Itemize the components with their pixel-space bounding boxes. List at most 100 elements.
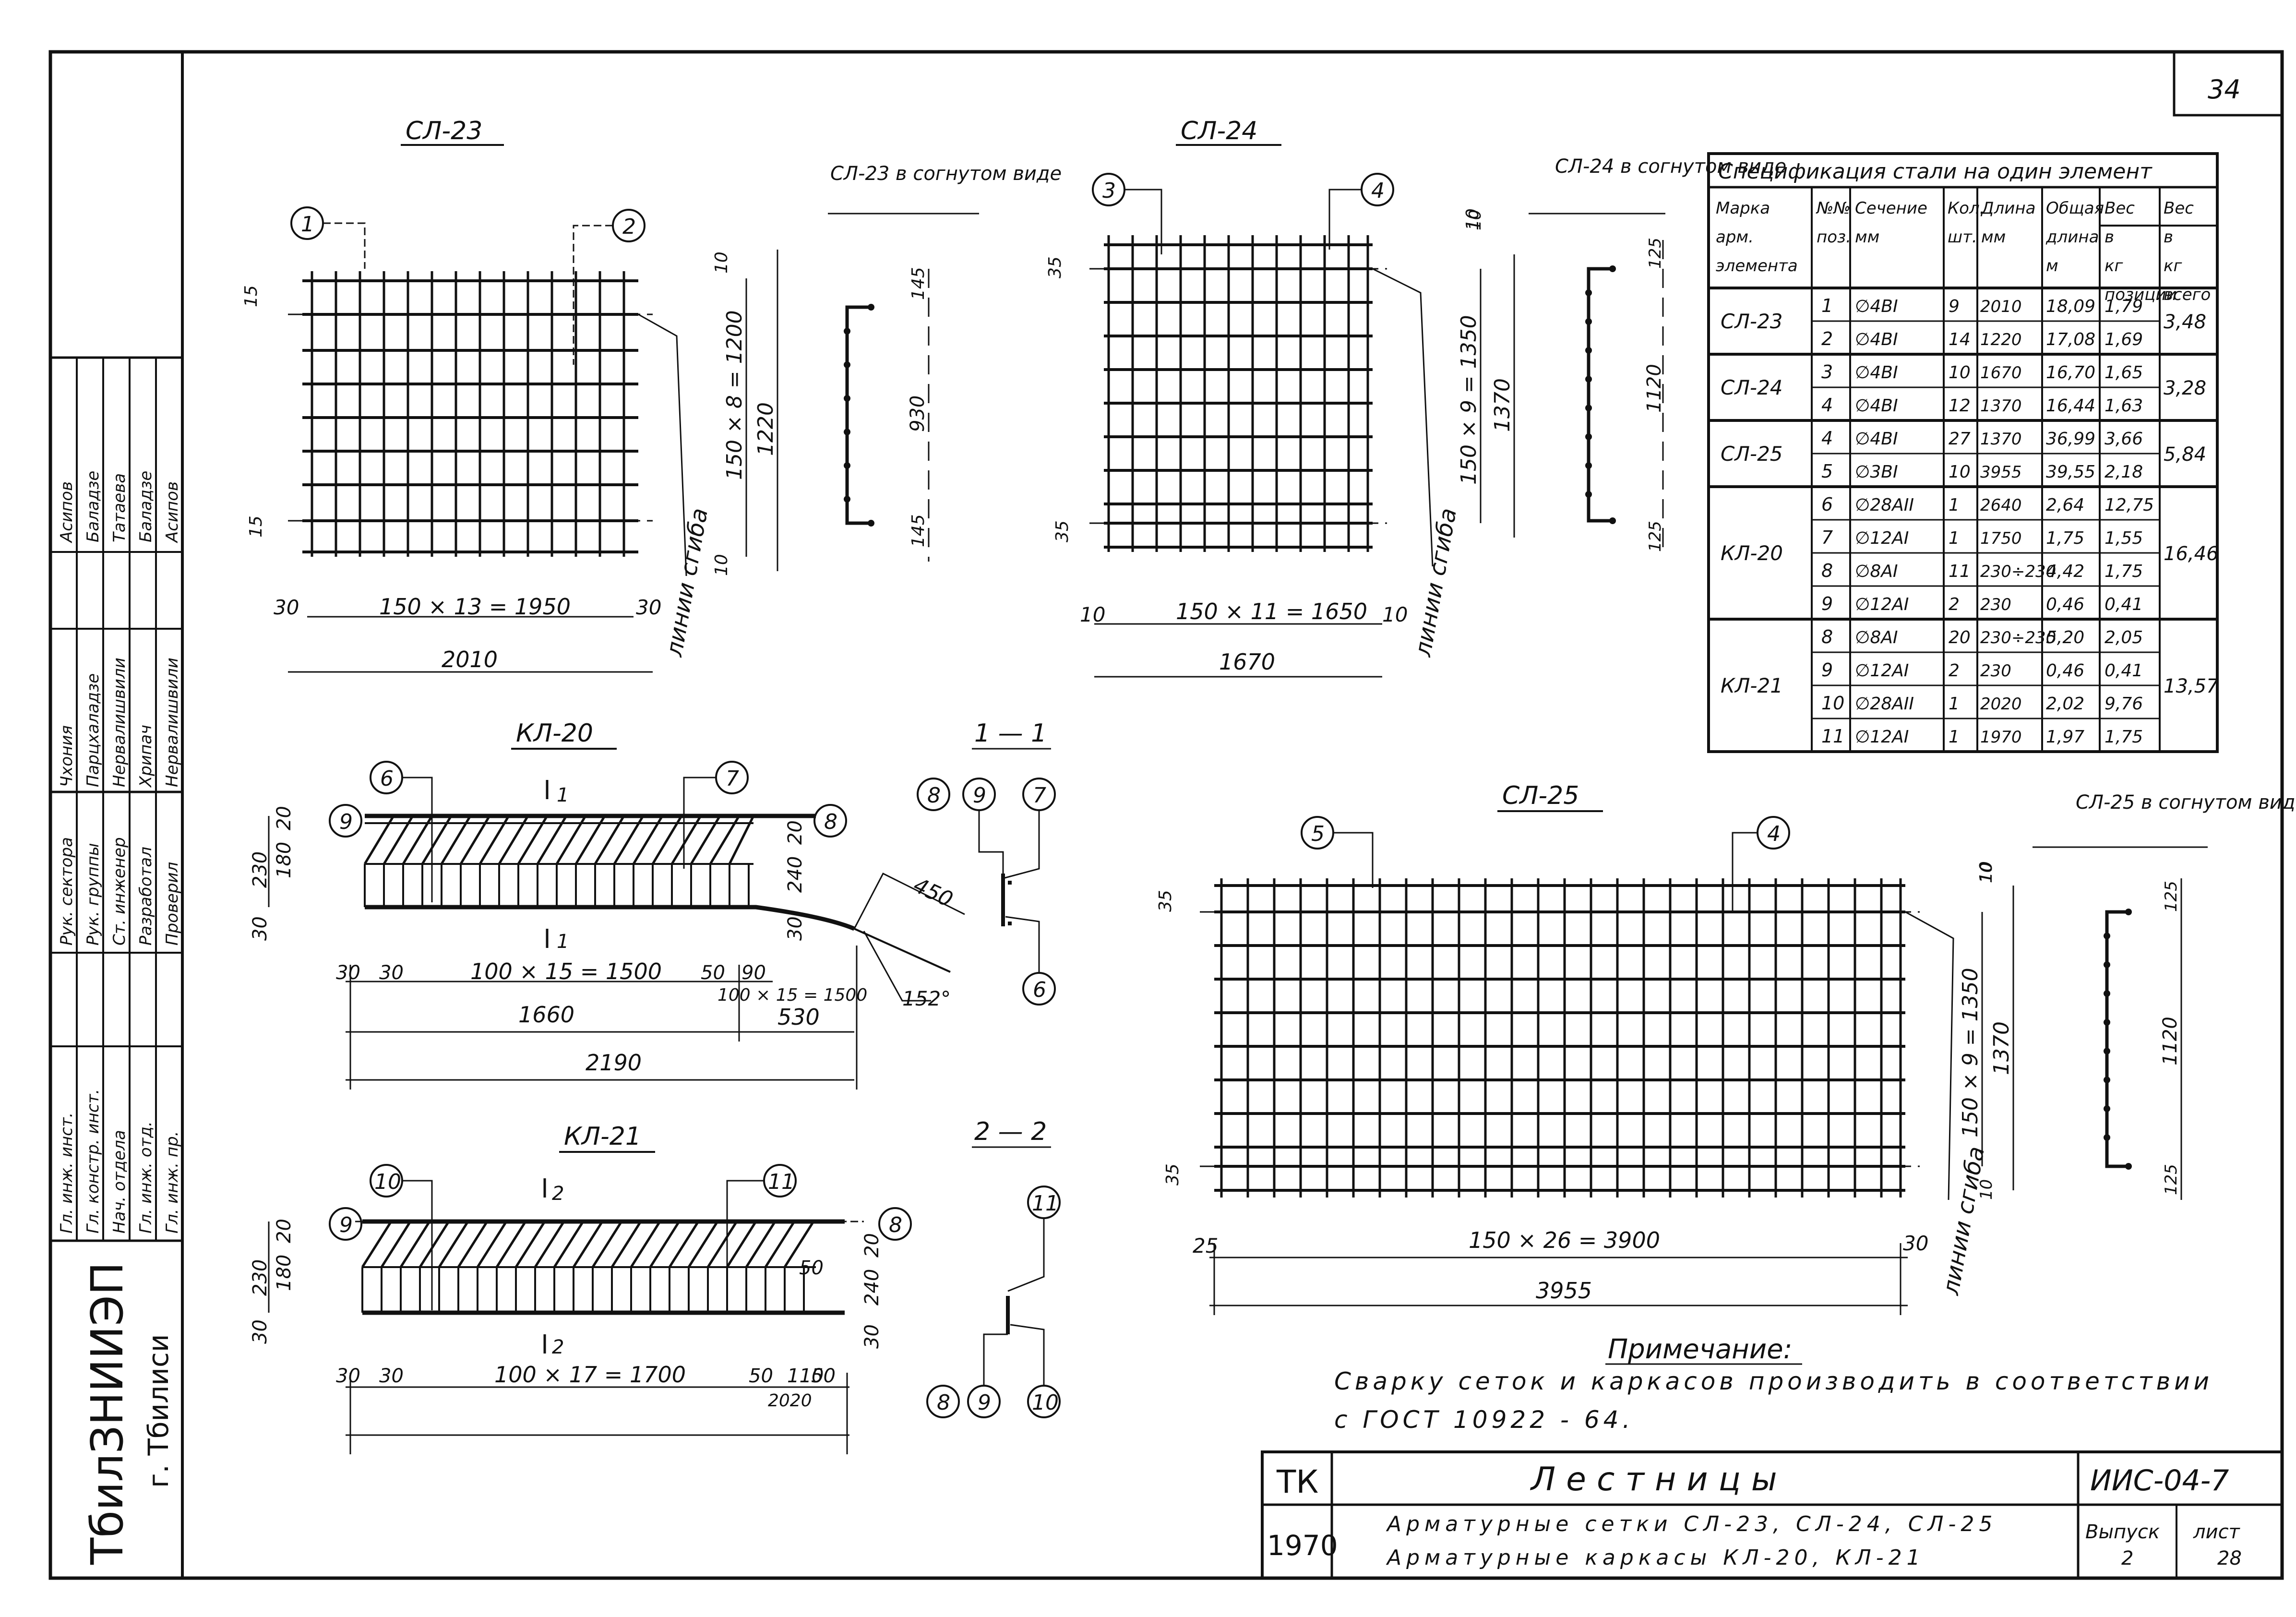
spec-row-total-len: 18,09 bbox=[2046, 297, 2095, 316]
svg-text:125: 125 bbox=[1646, 521, 1665, 552]
svg-text:6: 6 bbox=[380, 767, 394, 791]
svg-text:10: 10 bbox=[712, 252, 731, 274]
svg-text:25: 25 bbox=[1193, 1234, 1218, 1258]
svg-text:2 — 2: 2 — 2 bbox=[974, 1117, 1047, 1146]
svg-text:10: 10 bbox=[712, 554, 731, 576]
svg-text:100 × 15 = 1500: 100 × 15 = 1500 bbox=[718, 985, 867, 1005]
spec-row-total-len: 16,70 bbox=[2046, 363, 2095, 383]
svg-text:СЛ-24: СЛ-24 bbox=[1181, 117, 1257, 145]
svg-text:1 — 1: 1 — 1 bbox=[974, 719, 1047, 748]
spec-row-pos: 8 bbox=[1821, 626, 1833, 647]
section-1-1: 1 — 1 8 9 7 6 bbox=[917, 719, 1056, 1006]
spec-table-header: кг bbox=[2105, 256, 2124, 275]
svg-text:10: 10 bbox=[1977, 1179, 1996, 1200]
title-block: ТК 1970 Лестницы Арматурные сетки СЛ-23,… bbox=[1261, 1450, 2284, 1580]
svg-text:180: 180 bbox=[273, 1255, 295, 1291]
svg-text:30: 30 bbox=[249, 916, 271, 941]
svg-text:10: 10 bbox=[1032, 1390, 1059, 1415]
spec-row-qty: 9 bbox=[1949, 297, 1960, 316]
svg-text:линии сгиба: линии сгиба bbox=[660, 506, 713, 659]
svg-text:145: 145 bbox=[909, 514, 928, 547]
spec-table-header: Общая bbox=[2046, 199, 2104, 218]
spec-table-header: позиции bbox=[2105, 285, 2177, 304]
spec-table-header: арм. bbox=[1716, 228, 1754, 247]
staff-role-6: Рук. группы bbox=[84, 843, 103, 946]
svg-text:30: 30 bbox=[1903, 1232, 1928, 1255]
drawing-sl24-bent: СЛ-24 в согнутом виде 10 125 1120 125 bbox=[1466, 156, 1786, 557]
svg-text:100 × 15 = 1500: 100 × 15 = 1500 bbox=[470, 958, 662, 984]
spec-table-header: мм bbox=[1981, 228, 2006, 247]
drawing-sl23: СЛ-23 1 2 линии сгиба 30 bbox=[241, 117, 778, 673]
staff-name-4: Асипов bbox=[163, 481, 182, 543]
spec-row-qty: 11 bbox=[1949, 562, 1971, 581]
svg-text:10: 10 bbox=[1466, 210, 1485, 230]
spec-table-header: Сечение bbox=[1855, 199, 1927, 218]
spec-row-wt-pos: 1,75 bbox=[2105, 562, 2143, 581]
svg-text:1: 1 bbox=[301, 212, 314, 237]
svg-text:150 × 26 = 3900: 150 × 26 = 3900 bbox=[1469, 1227, 1660, 1253]
spec-row-wt-total: 5,84 bbox=[2164, 443, 2206, 466]
svg-text:20: 20 bbox=[273, 806, 295, 830]
spec-row-len: 2640 bbox=[1980, 496, 2022, 515]
svg-text:930: 930 bbox=[907, 395, 929, 432]
spec-row-section: ∅12AI bbox=[1855, 528, 1909, 548]
svg-text:30: 30 bbox=[336, 962, 360, 984]
svg-text:152°: 152° bbox=[902, 987, 951, 1010]
spec-row-len: 230÷230 bbox=[1980, 562, 2056, 581]
svg-text:230: 230 bbox=[249, 851, 271, 888]
svg-text:2: 2 bbox=[2121, 1547, 2133, 1569]
spec-row-total-len: 36,99 bbox=[2046, 429, 2095, 449]
svg-text:КЛ-20: КЛ-20 bbox=[516, 719, 593, 748]
svg-text:1120: 1120 bbox=[1643, 364, 1665, 413]
spec-row-total-len: 17,08 bbox=[2046, 330, 2095, 349]
spec-row-len: 230 bbox=[1980, 595, 2011, 614]
svg-text:лист: лист bbox=[2193, 1521, 2241, 1543]
svg-text:Примечание:: Примечание: bbox=[1608, 1334, 1792, 1365]
spec-row-len: 3955 bbox=[1980, 463, 2022, 482]
svg-text:230: 230 bbox=[249, 1259, 271, 1296]
spec-table-header: кг bbox=[2164, 256, 2183, 275]
spec-table-header: Кол. bbox=[1948, 199, 1985, 218]
spec-row-section: ∅28AII bbox=[1855, 694, 1914, 714]
drawing-kl20: КЛ-20 bbox=[249, 719, 965, 1090]
svg-text:30: 30 bbox=[379, 962, 404, 984]
spec-row-qty: 2 bbox=[1949, 595, 1960, 614]
spec-row-section: ∅4ВI bbox=[1855, 396, 1898, 416]
svg-text:30: 30 bbox=[249, 1319, 271, 1344]
spec-row-pos: 11 bbox=[1821, 726, 1844, 747]
staff-role-5: Рук. сектора bbox=[57, 837, 76, 946]
svg-text:530: 530 bbox=[777, 1004, 820, 1030]
svg-text:1220: 1220 bbox=[753, 402, 778, 456]
staff-name-0: Асипов bbox=[57, 481, 76, 543]
spec-row-pos: 6 bbox=[1821, 494, 1833, 515]
staff-name-9: Нервалишвили bbox=[163, 658, 182, 787]
spec-table-header: шт. bbox=[1948, 228, 1977, 247]
svg-text:8: 8 bbox=[889, 1213, 902, 1237]
svg-text:125: 125 bbox=[2162, 1164, 2181, 1195]
spec-row-pos: 2 bbox=[1821, 328, 1833, 349]
svg-text:СЛ-25 в согнутом виде: СЛ-25 в согнутом виде bbox=[2076, 791, 2296, 814]
svg-text:Лестницы: Лестницы bbox=[1530, 1461, 1788, 1498]
sl23-title: СЛ-23 bbox=[406, 117, 482, 145]
svg-text:9: 9 bbox=[339, 810, 353, 834]
spec-row-pos: 5 bbox=[1821, 461, 1833, 482]
svg-text:240: 240 bbox=[861, 1269, 883, 1306]
svg-text:ТК: ТК bbox=[1276, 1463, 1318, 1500]
svg-text:Выпуск: Выпуск bbox=[2085, 1521, 2160, 1543]
svg-text:150 × 8 = 1200: 150 × 8 = 1200 bbox=[722, 310, 747, 480]
spec-table-header: в bbox=[2105, 228, 2114, 247]
svg-text:линии сгиба: линии сгиба bbox=[1409, 506, 1462, 659]
spec-row-wt-pos: 1,65 bbox=[2105, 363, 2143, 383]
spec-row-section: ∅12AI bbox=[1855, 727, 1909, 747]
svg-text:30: 30 bbox=[336, 1365, 360, 1387]
svg-text:20: 20 bbox=[273, 1219, 295, 1243]
svg-text:3955: 3955 bbox=[1536, 1278, 1592, 1304]
svg-text:150 × 13 = 1950: 150 × 13 = 1950 bbox=[379, 594, 571, 620]
spec-row-section: ∅12AI bbox=[1855, 661, 1909, 681]
staff-role-0: Гл. инж. инст. bbox=[57, 1113, 76, 1234]
svg-text:150 × 9 = 1350: 150 × 9 = 1350 bbox=[1457, 315, 1481, 485]
spec-row-len: 1670 bbox=[1980, 363, 2022, 383]
spec-table-header: №№ bbox=[1816, 199, 1851, 218]
spec-row-wt-pos: 3,66 bbox=[2105, 429, 2143, 449]
